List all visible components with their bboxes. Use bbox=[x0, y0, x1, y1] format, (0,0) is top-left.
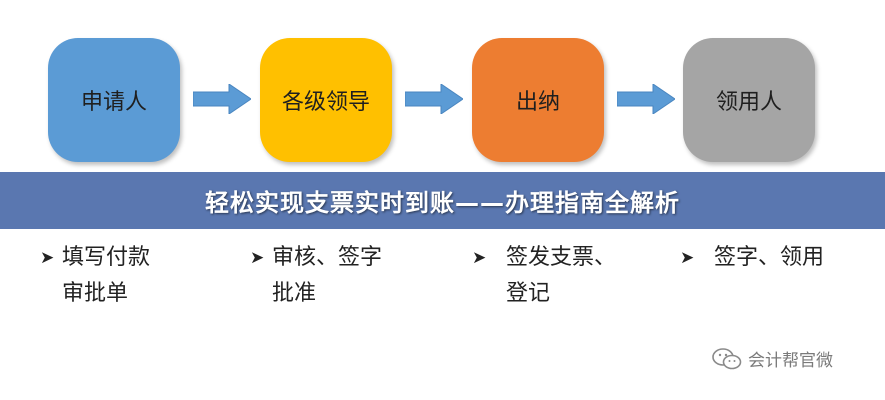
step-line1: 签发支票、 bbox=[506, 245, 617, 270]
node-label: 申请人 bbox=[80, 90, 147, 115]
step-leaders: ➤ 审核、签字 批准 bbox=[250, 240, 382, 312]
step-line1: 填写付款 bbox=[62, 245, 151, 270]
step-line2: 批准 bbox=[272, 281, 317, 306]
node-leaders: 各级领导 bbox=[260, 38, 392, 162]
title-banner: 轻松实现支票实时到账——办理指南全解析 bbox=[0, 172, 885, 229]
step-line1: 签字、领用 bbox=[714, 245, 825, 270]
step-cashier: ➤ 签发支票、 登记 bbox=[472, 240, 616, 312]
bullet-arrow-icon: ➤ bbox=[472, 248, 487, 268]
step-line1: 审核、签字 bbox=[272, 245, 383, 270]
step-recipient: ➤ 签字、领用 bbox=[680, 240, 824, 276]
step-line2: 审批单 bbox=[62, 281, 129, 306]
arrow-right-icon bbox=[405, 84, 463, 114]
node-recipient: 领用人 bbox=[683, 38, 815, 162]
step-applicant: ➤ 填写付款 审批单 bbox=[40, 240, 150, 312]
wechat-icon bbox=[712, 347, 742, 369]
arrow-right-icon bbox=[617, 84, 675, 114]
bullet-arrow-icon: ➤ bbox=[680, 248, 695, 268]
node-label: 出纳 bbox=[515, 90, 560, 115]
node-applicant: 申请人 bbox=[48, 38, 180, 162]
watermark: 会计帮官微 bbox=[712, 346, 833, 371]
banner-title: 轻松实现支票实时到账——办理指南全解析 bbox=[205, 189, 680, 217]
bullet-arrow-icon: ➤ bbox=[40, 248, 55, 268]
node-label: 各级领导 bbox=[281, 90, 370, 115]
node-cashier: 出纳 bbox=[472, 38, 604, 162]
arrow-right-icon bbox=[193, 84, 251, 114]
bullet-arrow-icon: ➤ bbox=[250, 248, 265, 268]
node-label: 领用人 bbox=[715, 90, 782, 115]
watermark-text: 会计帮官微 bbox=[748, 351, 833, 371]
step-line2: 登记 bbox=[506, 281, 551, 306]
